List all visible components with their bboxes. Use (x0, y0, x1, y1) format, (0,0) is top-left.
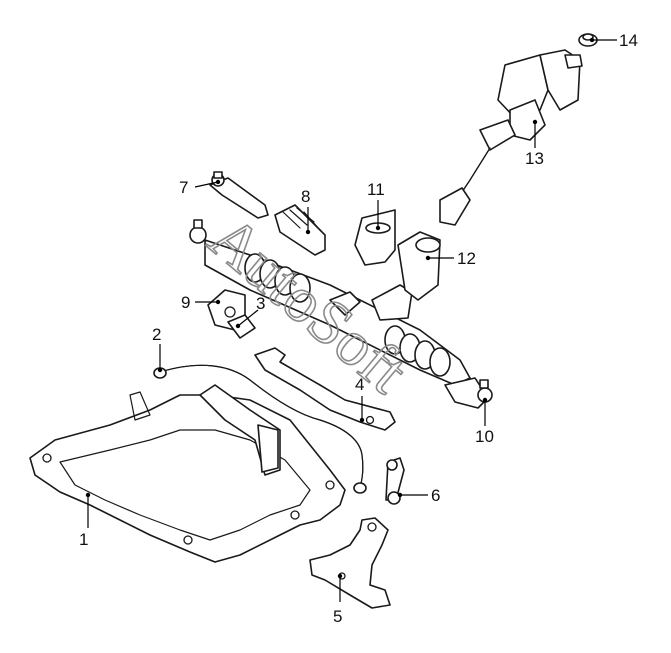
stabilizer-link-part (385, 457, 405, 505)
steering-rack-part (204, 239, 471, 386)
callout-9: 9 (181, 293, 190, 312)
rack-cover-part (354, 209, 396, 266)
callout-14: 14 (619, 31, 638, 50)
steering-seal-part (397, 231, 441, 301)
callout-2: 2 (152, 325, 161, 344)
tie-rod-end-left-part (209, 171, 269, 219)
mount-bushing-part (207, 289, 256, 339)
tie-rod-end-right-part (444, 377, 493, 409)
support-bracket-part (254, 347, 396, 431)
callout-13: 13 (525, 149, 544, 168)
callout-labels: 1 2 3 4 5 6 7 8 9 10 11 12 13 14 (79, 31, 638, 626)
callout-10: 10 (475, 427, 494, 446)
callout-4: 4 (355, 375, 364, 394)
rack-boot-part (274, 204, 326, 256)
callout-5: 5 (333, 607, 342, 626)
leader-lines (85, 37, 617, 602)
subframe-part (29, 384, 346, 563)
callout-6: 6 (431, 486, 440, 505)
callout-11: 11 (367, 180, 385, 199)
callout-8: 8 (301, 187, 310, 206)
callout-1: 1 (79, 530, 88, 549)
callout-7: 7 (179, 178, 188, 197)
control-arm-part (309, 517, 391, 609)
inner-ball-joint-left-part (189, 219, 207, 244)
callout-12: 12 (457, 249, 476, 268)
steering-column-part (439, 49, 583, 226)
callout-3: 3 (256, 294, 265, 313)
stabilizer-bar-part (153, 364, 367, 494)
